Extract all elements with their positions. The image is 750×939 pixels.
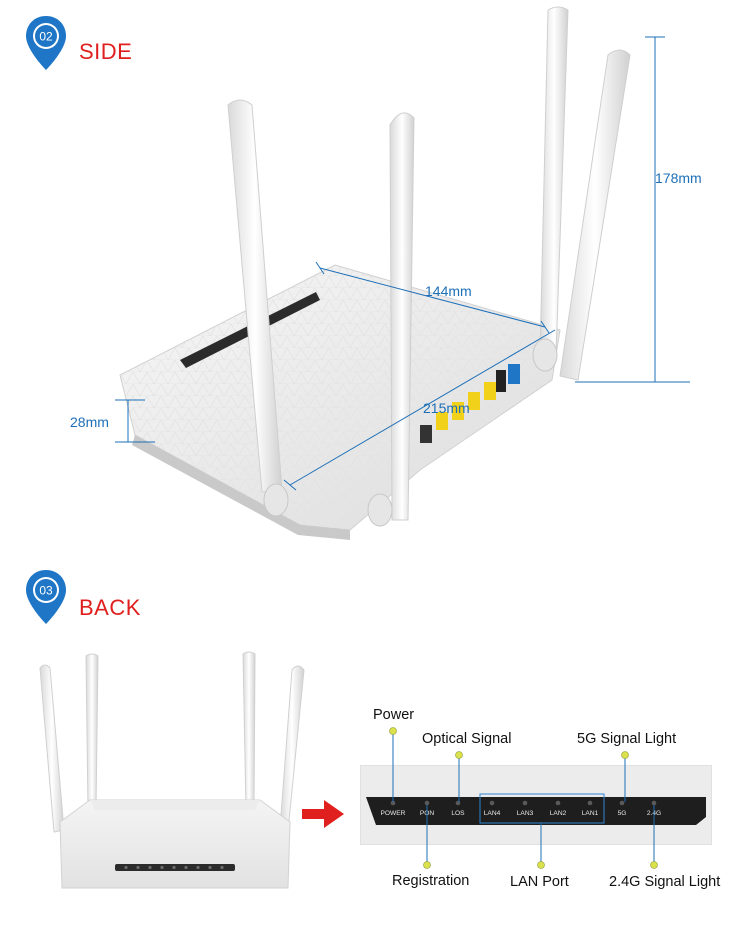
location-pin-icon: 03 — [26, 570, 66, 624]
router-front-view-illustration — [39, 651, 305, 889]
led-label-24g: 2.4G — [647, 810, 661, 817]
led-label-pon: PON — [420, 810, 435, 817]
led-label-lan2: LAN2 — [550, 810, 567, 817]
led-label-power: POWER — [381, 810, 406, 817]
led-label-lan4: LAN4 — [484, 810, 501, 817]
height-dimension-label: 178mm — [655, 170, 702, 186]
back-section-title: BACK — [79, 595, 141, 620]
indicator-panel: POWER PON LOS LAN4 LAN3 LAN2 LAN1 5G 2.4… — [360, 765, 712, 845]
led-label-5g: 5G — [618, 810, 627, 817]
led-label-lan3: LAN3 — [517, 810, 534, 817]
side-badge-number: 02 — [39, 30, 53, 44]
led-label-lan1: LAN1 — [582, 810, 599, 817]
callout-optical-signal: Optical Signal — [422, 731, 512, 747]
thickness-dimension-label: 28mm — [70, 414, 109, 430]
location-pin-icon: 02 — [26, 16, 66, 70]
router-side-view-illustration — [115, 6, 690, 540]
depth-dimension-label: 144mm — [425, 283, 472, 299]
side-section-title: SIDE — [79, 39, 133, 64]
callout-lan-port: LAN Port — [510, 874, 569, 890]
arrow-right-icon — [302, 800, 344, 828]
callout-24g-signal-light: 2.4G Signal Light — [609, 874, 721, 890]
width-dimension-label: 215mm — [423, 400, 470, 416]
back-badge-number: 03 — [39, 584, 53, 598]
callout-registration: Registration — [392, 873, 470, 889]
callout-5g-signal-light: 5G Signal Light — [577, 731, 677, 747]
callout-power: Power — [373, 707, 415, 723]
led-label-los: LOS — [451, 810, 465, 817]
